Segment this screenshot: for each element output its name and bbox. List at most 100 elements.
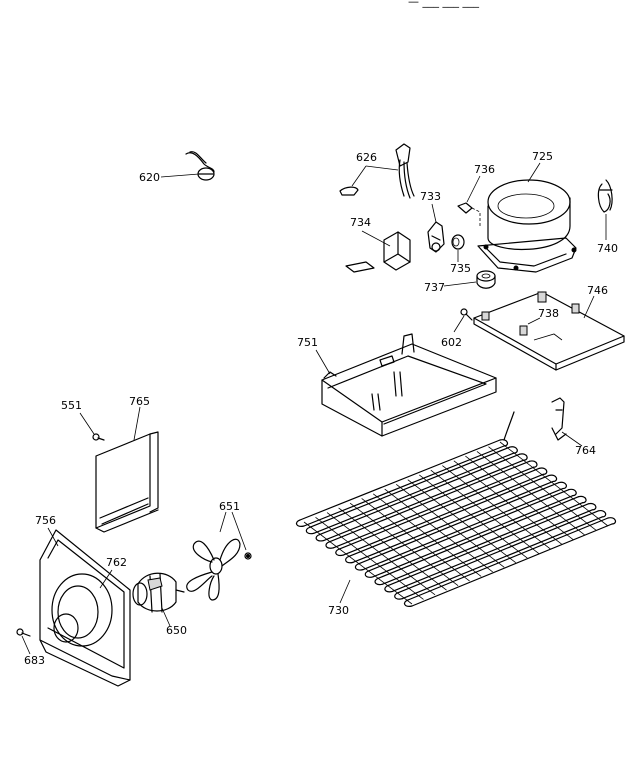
coil-tube: [299, 439, 505, 527]
coil-tube: [387, 503, 593, 593]
callout-626: 626: [356, 151, 377, 164]
coil-bend: [345, 555, 354, 564]
part-737: [476, 270, 496, 289]
leader-746: [583, 295, 595, 319]
part-551: [92, 433, 105, 441]
fan-blade: [186, 538, 252, 601]
callout-740: 740: [597, 242, 618, 255]
fan-shroud: [39, 529, 131, 687]
coil-wire: [442, 465, 551, 550]
coil-wire: [465, 455, 574, 541]
leader-762: [99, 569, 113, 589]
leader-756: [47, 527, 59, 547]
drain-pan: [321, 333, 497, 437]
coil-bend: [305, 526, 315, 535]
callout-762: 762: [106, 556, 127, 569]
coil-bend: [519, 453, 528, 461]
leader-650: [161, 607, 171, 627]
coil-bend: [577, 495, 587, 504]
callout-738: 738: [538, 307, 559, 320]
coil-wire: [303, 521, 413, 605]
coil-tube: [348, 474, 554, 563]
callout-551: 551: [61, 399, 82, 412]
coil-tube: [358, 481, 564, 571]
coil-bend: [364, 570, 374, 578]
callout-756: 756: [35, 514, 56, 527]
callout-733: 733: [420, 190, 441, 203]
coil-tube: [377, 496, 584, 585]
coil-wire: [407, 479, 517, 564]
callout-765: 765: [129, 395, 150, 408]
leader-651b: [231, 511, 247, 551]
coil-tube: [328, 460, 535, 549]
coil-wire: [361, 498, 470, 582]
part-735: [451, 234, 465, 250]
callout-736: 736: [474, 163, 495, 176]
compressor-base-plate: [473, 291, 625, 371]
coil-bend: [315, 533, 325, 542]
coil-bend: [325, 541, 335, 549]
coil-bend: [597, 509, 607, 518]
coil-wire: [488, 446, 597, 531]
part-764: [551, 397, 567, 441]
panel: [95, 431, 159, 533]
leader-738: [527, 317, 541, 325]
part-620: [185, 151, 215, 181]
coil-bend: [384, 584, 393, 593]
leader-764: [561, 431, 583, 447]
coil-tube: [309, 446, 515, 534]
coil-bend: [568, 488, 577, 497]
coil-bend: [335, 548, 344, 557]
part-626: [339, 143, 415, 199]
leader-602: [453, 315, 465, 333]
leader-620: [160, 173, 200, 178]
leader-765: [133, 406, 141, 441]
leader-651a: [219, 511, 227, 533]
coil-wire: [326, 512, 436, 596]
coil-bend: [509, 446, 518, 454]
coil-tube: [338, 467, 544, 556]
callout-620: 620: [139, 171, 160, 184]
coil-tube: [319, 453, 525, 542]
coil-bend: [607, 517, 617, 525]
leader-725: [527, 162, 541, 183]
coil-bend: [394, 592, 403, 600]
coil-bend: [558, 481, 567, 490]
callout-737: 737: [424, 281, 445, 294]
coil-bend: [548, 474, 558, 483]
coil-wire: [315, 516, 424, 600]
coil-wire: [384, 488, 493, 573]
leader-626a: [365, 165, 399, 171]
coil-wire: [476, 451, 586, 536]
callout-651: 651: [219, 500, 240, 513]
leader-733: [431, 203, 437, 223]
coil-wire: [453, 460, 563, 545]
callout-764: 764: [575, 444, 596, 457]
part-740: [597, 179, 613, 213]
coil-wire: [419, 474, 528, 559]
callout-602: 602: [441, 336, 462, 349]
coil-wire: [395, 484, 505, 568]
compressor: [477, 179, 577, 273]
header-fragment: — ___ ___ ___: [408, 0, 479, 8]
part-683: [16, 628, 31, 637]
callout-683: 683: [24, 654, 45, 667]
coil-wire: [499, 441, 609, 527]
leader-734: [361, 230, 391, 247]
coil-bend: [528, 460, 538, 468]
callout-746: 746: [587, 284, 608, 297]
leader-683: [21, 635, 31, 655]
callout-751: 751: [297, 336, 318, 349]
part-736: [457, 202, 481, 226]
coil-bend: [587, 502, 597, 511]
part-602: [460, 308, 473, 321]
coil-bend: [354, 563, 364, 571]
callout-735: 735: [450, 262, 471, 275]
leader-736: [466, 175, 481, 203]
coil-bend: [295, 519, 305, 527]
coil-bend: [403, 599, 413, 607]
leader-751: [315, 349, 331, 375]
callout-734: 734: [350, 216, 371, 229]
coil-bend: [374, 577, 384, 586]
